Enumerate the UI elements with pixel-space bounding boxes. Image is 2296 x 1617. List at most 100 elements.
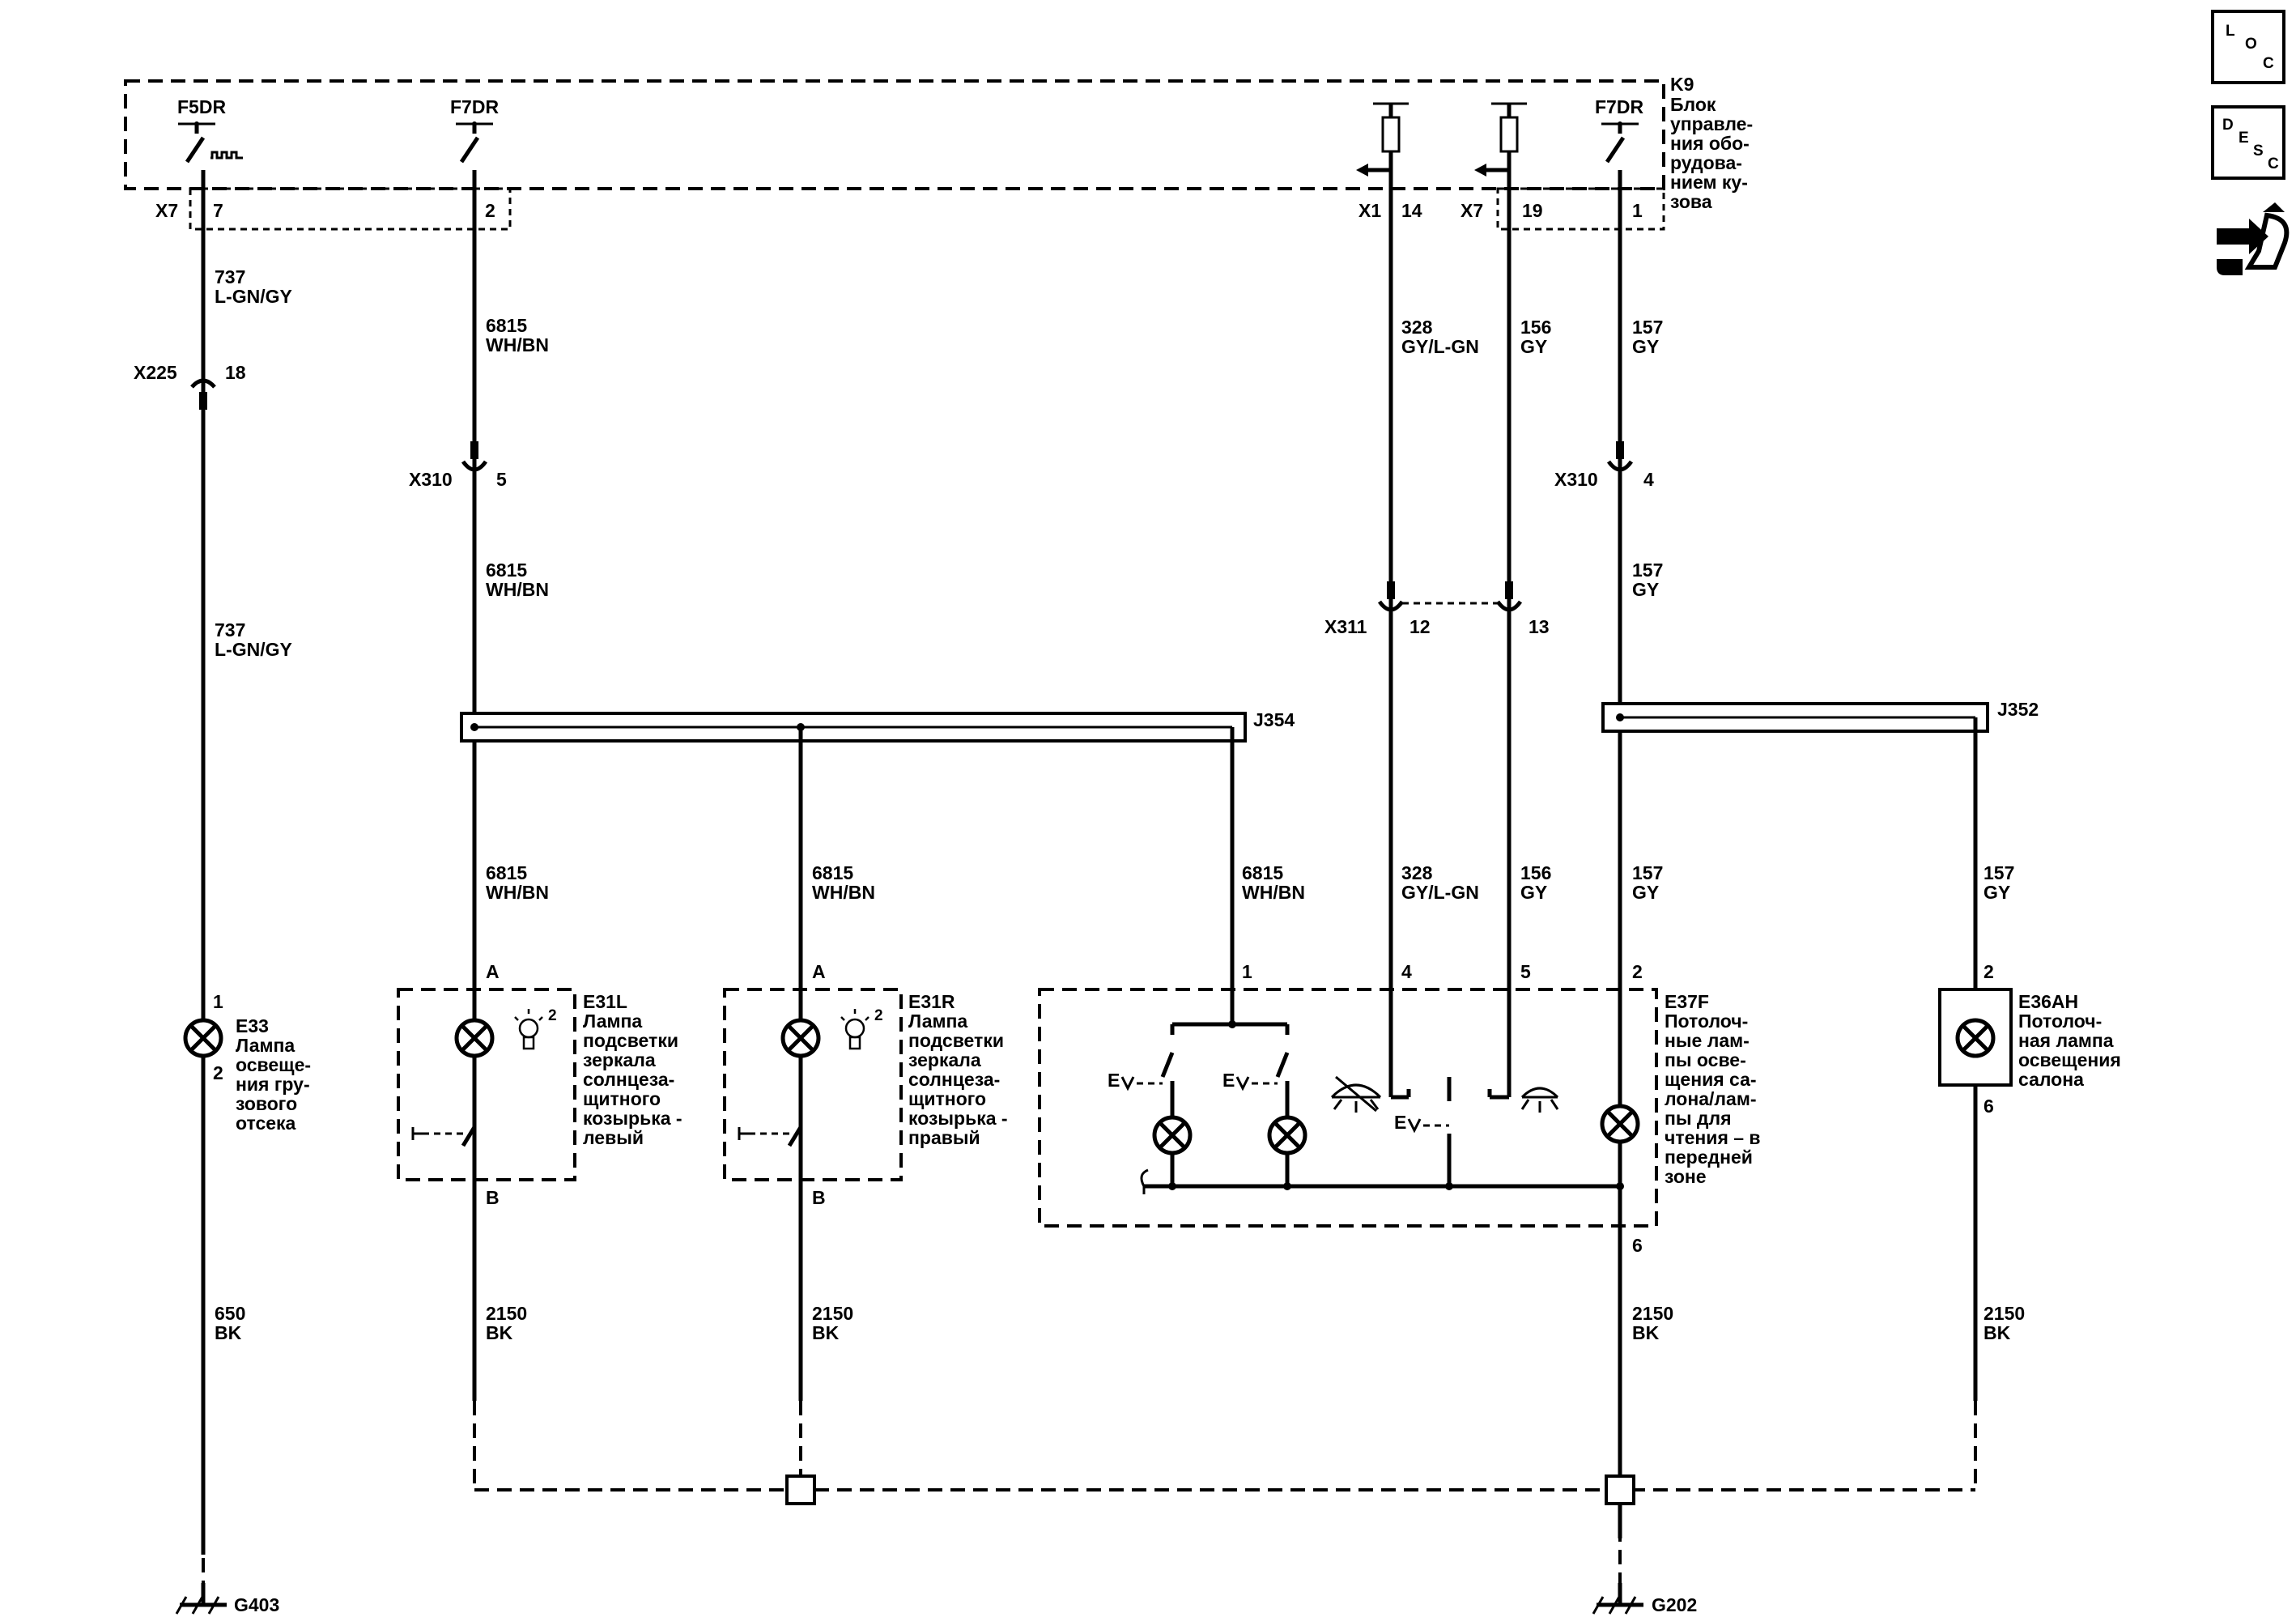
desc-icon[interactable]: D E S C [2211, 105, 2285, 180]
e37f-desc-1: Потолоч- [1665, 1011, 1748, 1032]
wire-2150-num-d: 2150 [1983, 1303, 2025, 1324]
wire-156-color-low: GY [1520, 882, 1547, 903]
wire-6815-color-top: WH/BN [486, 334, 549, 355]
pin-2-label: 2 [485, 200, 495, 221]
svg-text:C: C [2263, 55, 2274, 72]
x310-left-connector: X310 5 [409, 441, 507, 490]
wire-6815-color-a: WH/BN [486, 882, 549, 903]
wire-157-num-e36: 157 [1983, 862, 2014, 883]
k9-module-box [124, 79, 1665, 190]
j354-splice: J354 [460, 709, 1295, 743]
svg-text:C: C [2268, 155, 2279, 172]
e36ah-desc-1: Потолоч- [2018, 1011, 2102, 1032]
e31r-desc-3: зеркала [908, 1049, 981, 1070]
fuse-f5dr-label: F5DR [177, 96, 226, 117]
k9-desc-1: Блок [1670, 94, 1716, 115]
x225-connector: X225 18 [134, 362, 246, 410]
x7-left-pin: 7 [213, 200, 223, 221]
dome-lamp-off-icon [1330, 1075, 1382, 1113]
svg-text:E: E [2239, 130, 2249, 147]
x311-pin-13: 13 [1529, 616, 1550, 637]
resistor-driver-x7 [1474, 102, 1527, 189]
j352-splice: J352 [1601, 699, 2039, 733]
x310-left-label: X310 [409, 469, 453, 490]
f7dr-switch-right: F7DR [1595, 96, 1643, 189]
wire-157-color-low: GY [1632, 882, 1659, 903]
e31l-desc-3: зеркала [583, 1049, 656, 1070]
e37f-desc-3: пы осве- [1665, 1049, 1746, 1070]
e37f-pin-4: 4 [1401, 961, 1412, 982]
f5dr-pwm-switch: F5DR [177, 96, 243, 189]
e36ah-desc-3: освещения [2018, 1049, 2121, 1070]
e37f-box [1038, 988, 1658, 1228]
e31r-desc-2: подсветки [908, 1030, 1004, 1051]
e31l-desc-6: козырька - [583, 1108, 682, 1129]
e37f-desc-4: щения са- [1665, 1069, 1757, 1090]
loc-icon[interactable]: L O C [2211, 10, 2285, 84]
wire-6815-num-a: 6815 [486, 862, 527, 883]
e31l-desc-5: щитного [583, 1088, 661, 1109]
wire-157-color-mid: GY [1632, 579, 1659, 600]
bulb-icon: 2 [840, 1007, 883, 1050]
e37f-desc-2: ные лам- [1665, 1030, 1750, 1051]
wire-6815-num-b: 6815 [812, 862, 853, 883]
wire-156-num-top: 156 [1520, 317, 1551, 338]
e33-pin1: 1 [213, 991, 223, 1012]
wire-6815-num-top: 6815 [486, 315, 527, 336]
x7-connector-box-left [189, 187, 512, 231]
wire-2150-color-c: BK [1632, 1322, 1660, 1343]
wire-157-num-mid: 157 [1632, 560, 1663, 581]
x310-right-label: X310 [1554, 469, 1598, 490]
wire-157-color-e36: GY [1983, 882, 2010, 903]
e36ah-pin-6: 6 [1983, 1096, 1994, 1117]
e31r-desc-1: Лампа [908, 1011, 967, 1032]
wire-2150-color-a: BK [486, 1322, 513, 1343]
wire-737-color-mid: L-GN/GY [215, 639, 292, 660]
wire-2150-num-a: 2150 [486, 1303, 527, 1324]
ground-g403-label: G403 [234, 1594, 279, 1615]
wire-328-num-low: 328 [1401, 862, 1433, 883]
e31l-id: E31L [583, 991, 627, 1012]
wire-328-color-top: GY/L-GN [1401, 336, 1479, 357]
e33-pin2: 2 [213, 1062, 223, 1083]
e31l-lamp [454, 1018, 495, 1058]
f7dr-switch-left: F7DR [450, 96, 499, 189]
e31l-desc-1: Лампа [583, 1011, 642, 1032]
wire-737-color-top: L-GN/GY [215, 286, 292, 307]
k9-desc-6: зова [1670, 191, 1712, 212]
e36ah-desc-4: салона [2018, 1069, 2084, 1090]
x310-right-connector: X310 4 [1554, 441, 1654, 490]
x1-pin: 14 [1401, 200, 1422, 221]
wire-156-num-low: 156 [1520, 862, 1551, 883]
e37f-pin-5: 5 [1520, 961, 1531, 982]
e37f-desc-9: зоне [1665, 1166, 1707, 1187]
x225-pin: 18 [225, 362, 246, 383]
e33-desc-1: Лампа [236, 1035, 295, 1056]
e31r-desc-5: щитного [908, 1088, 986, 1109]
e31l-bulb-num: 2 [548, 1007, 557, 1024]
wire-737-num-top: 737 [215, 266, 245, 287]
e31r-desc-7: правый [908, 1127, 980, 1148]
e37f-id: E37F [1665, 991, 1709, 1012]
e31r-desc-6: козырька - [908, 1108, 1008, 1129]
wire-6815-color-mid: WH/BN [486, 579, 549, 600]
pin-1-label: 1 [1632, 200, 1643, 221]
svg-text:S: S [2253, 143, 2264, 160]
resistor-driver-x1 [1356, 102, 1409, 189]
fuse-f7dr-right-label: F7DR [1595, 96, 1643, 117]
wire-157-num-top: 157 [1632, 317, 1663, 338]
x7-left-label: X7 [155, 200, 178, 221]
bulb-icon: 2 [514, 1007, 557, 1050]
e31l-pin-a: A [486, 961, 500, 982]
k9-desc-3: ния обо- [1670, 133, 1750, 154]
connector-tool-icon[interactable] [2217, 202, 2290, 275]
fuse-f7dr-left-label: F7DR [450, 96, 499, 117]
e31l-pin-b: B [486, 1187, 500, 1208]
e37f-desc-5: лона/лам- [1665, 1088, 1757, 1109]
e33-desc-5: отсека [236, 1113, 296, 1134]
wire-2150-num-c: 2150 [1632, 1303, 1673, 1324]
e31l-desc-2: подсветки [583, 1030, 678, 1051]
ground-g403-icon: G403 [175, 1583, 279, 1615]
e31r-bulb-num: 2 [874, 1007, 883, 1024]
